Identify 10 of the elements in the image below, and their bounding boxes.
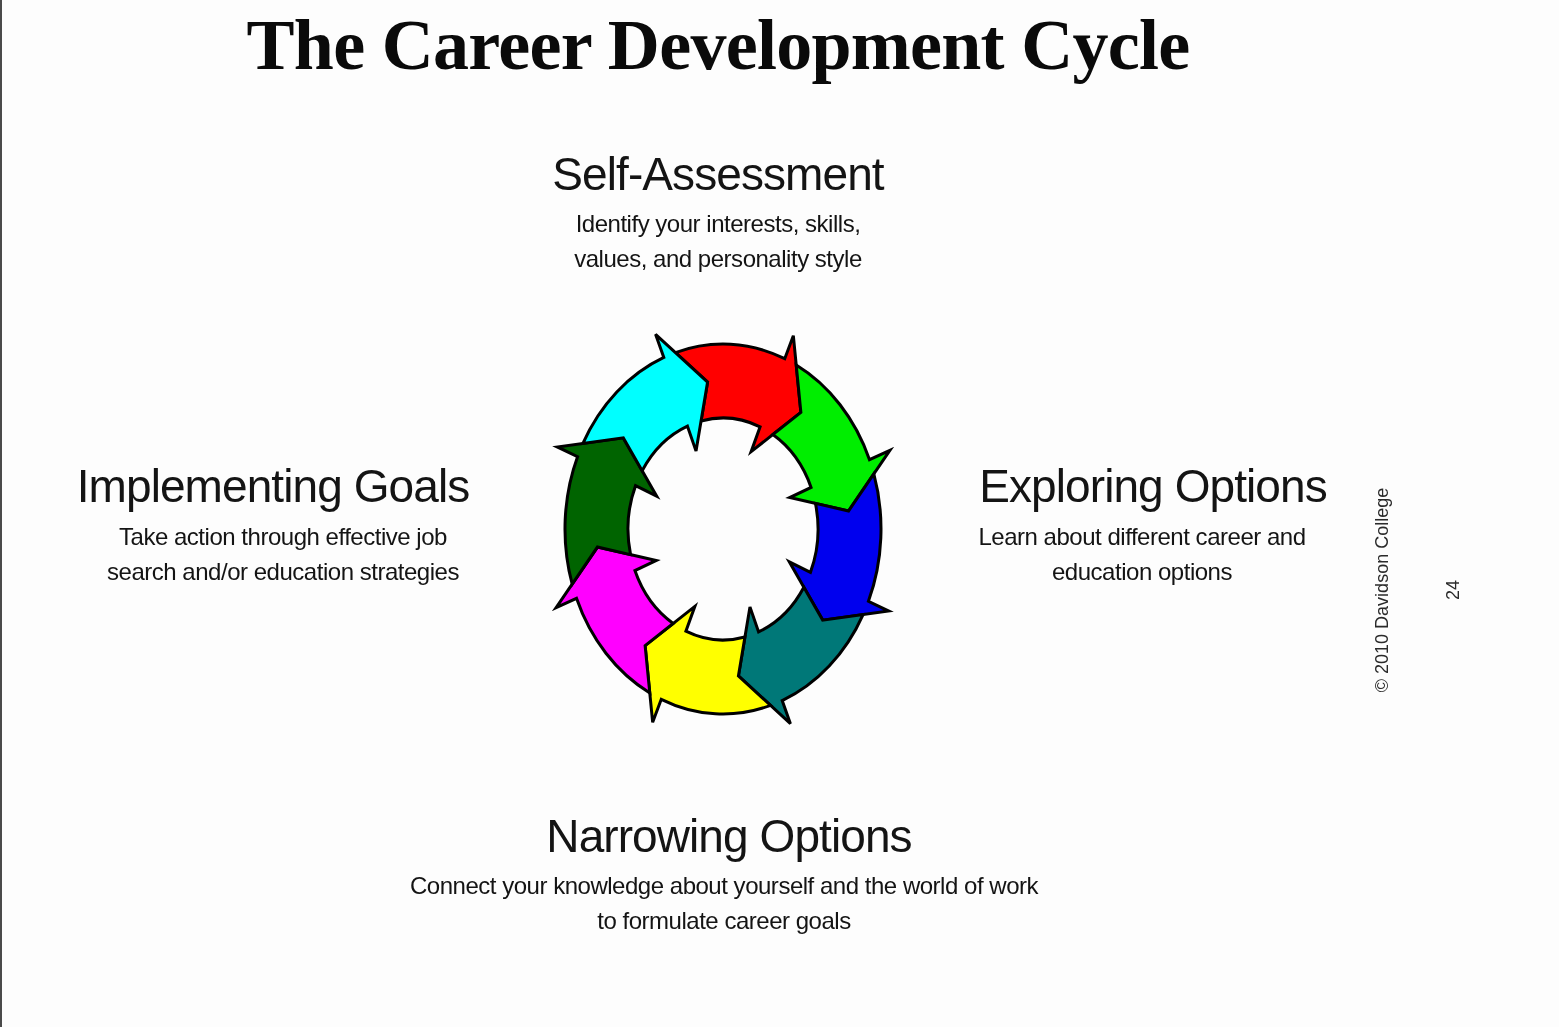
stage-description: Identify your interests, skills, values, and personality style bbox=[573, 209, 863, 274]
stage-heading: Implementing Goals bbox=[76, 460, 470, 512]
stage-description: Connect your knowledge about yourself and the world of work to formulate career goals bbox=[408, 871, 1040, 936]
stage-heading: Narrowing Options bbox=[546, 810, 912, 862]
stage-heading: Exploring Options bbox=[979, 460, 1327, 512]
stage-description: Learn about different career and education options bbox=[977, 522, 1307, 587]
copyright-note: © 2010 Davidson College bbox=[1371, 487, 1393, 693]
stage-description: Take action through effective job search and/or education strategies bbox=[106, 522, 460, 587]
stage-heading: Self-Assessment bbox=[552, 148, 884, 200]
page-number: 24 bbox=[1442, 580, 1464, 600]
